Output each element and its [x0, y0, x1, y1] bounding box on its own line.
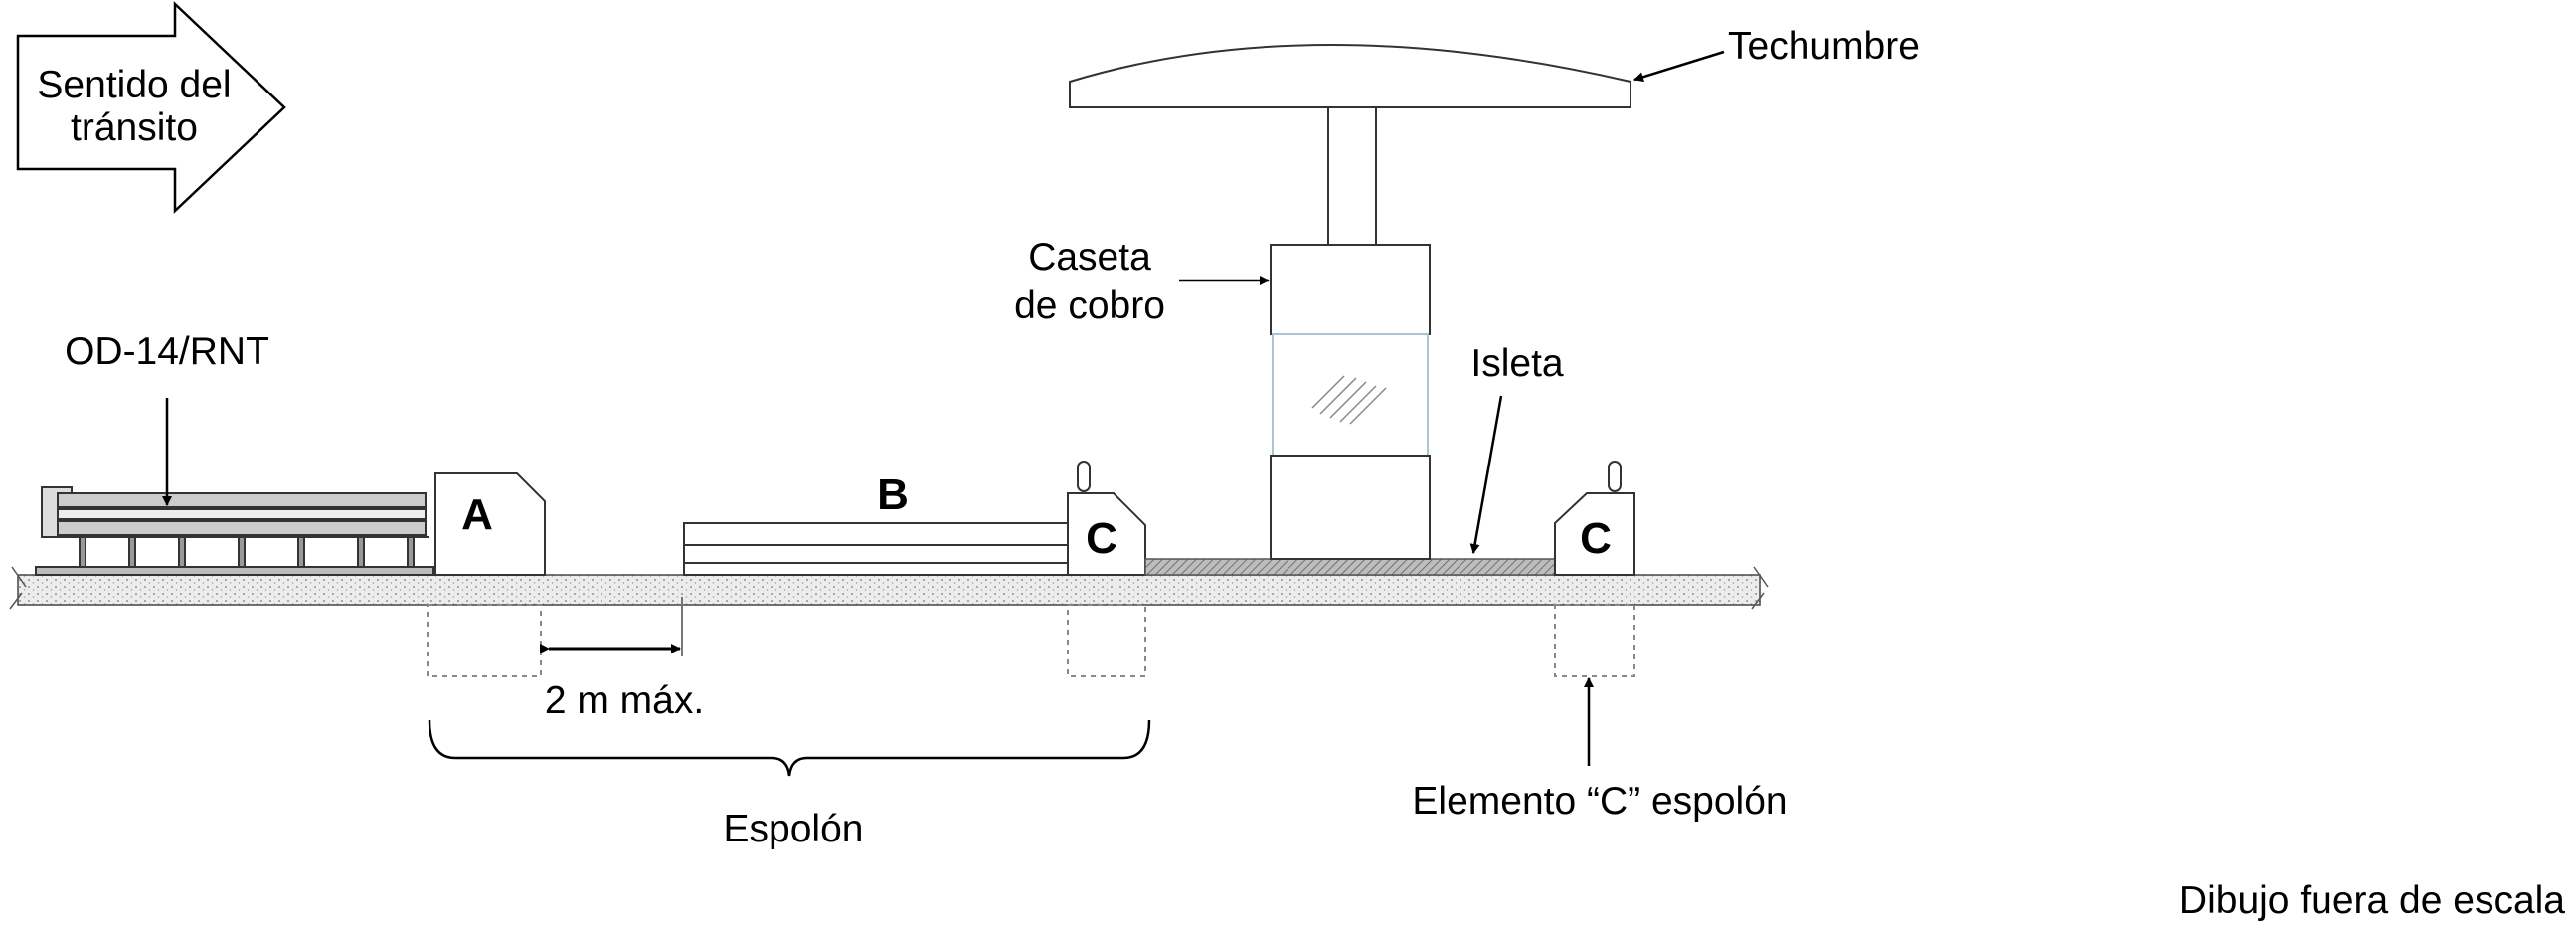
direction-label-line1: Sentido del	[37, 64, 231, 106]
espolon-brace	[428, 719, 1151, 777]
caseta-label-line1: Caseta	[1028, 236, 1151, 279]
direction-arrow	[16, 1, 286, 214]
isleta-label: Isleta	[1470, 342, 1564, 385]
element-b-label: B	[877, 470, 909, 519]
element-c-right-label: C	[1580, 514, 1612, 563]
foundations	[427, 604, 1635, 677]
element-c-right	[1554, 461, 1635, 576]
techumbre-pointer-arrow	[1633, 50, 1725, 83]
espolon-label: Espolón	[724, 808, 864, 850]
element-c-left	[1067, 461, 1146, 576]
element-c-left-label: C	[1086, 514, 1117, 563]
element-b	[683, 522, 1069, 576]
scale-note: Dibujo fuera de escala	[2179, 879, 2565, 922]
element-a-label: A	[461, 490, 493, 539]
element-a	[434, 472, 546, 576]
distance-label: 2 m máx.	[545, 679, 704, 722]
techumbre-label: Techumbre	[1728, 25, 1920, 68]
od14-label: OD-14/RNT	[65, 330, 269, 373]
isleta-pointer-arrow	[1469, 395, 1503, 554]
pavement-break-left	[9, 566, 27, 610]
od14-barrier	[35, 486, 434, 576]
direction-label-line2: tránsito	[71, 106, 198, 149]
isleta-strip	[1144, 558, 1556, 576]
caseta-label-line2: de cobro	[1014, 284, 1165, 327]
pavement-break-right	[1751, 566, 1769, 610]
toll-booth	[1069, 44, 1631, 560]
pavement	[17, 574, 1761, 606]
elemento-c-label: Elemento “C” espolón	[1412, 780, 1787, 823]
